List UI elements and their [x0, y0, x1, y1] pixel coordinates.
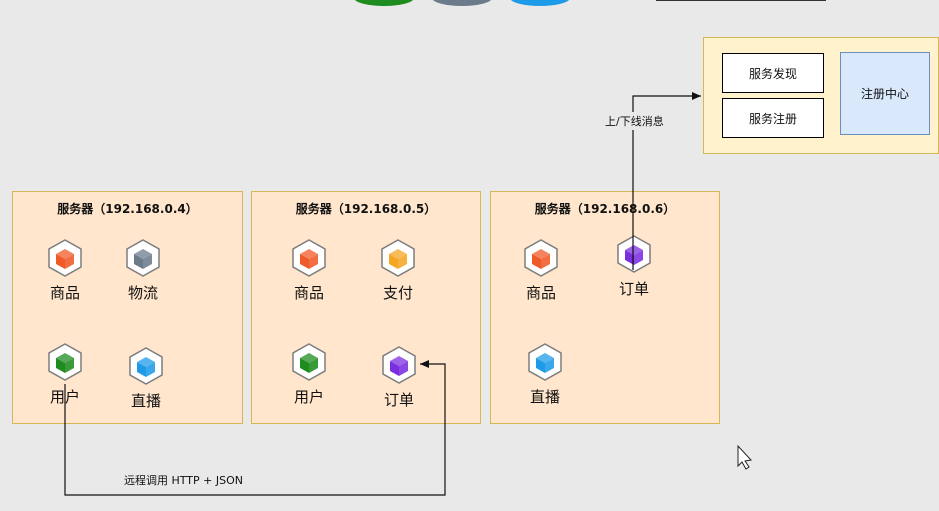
service-label: 直播 [130, 392, 161, 410]
service-node[interactable]: 直播 [116, 346, 176, 411]
cube-purple-icon [614, 234, 654, 274]
server-title: 服务器（192.168.0.6） [534, 202, 676, 216]
service-node[interactable]: 用户 [35, 342, 95, 407]
online-offline-edge-label: 上/下线消息 [603, 112, 666, 130]
service-node[interactable]: 商品 [279, 238, 339, 303]
service-node[interactable]: 订单 [604, 234, 664, 299]
cube-blue-icon [126, 346, 166, 386]
cube-purple-icon [379, 345, 419, 385]
service-label: 订单 [383, 391, 414, 409]
service-node[interactable]: 商品 [511, 238, 571, 303]
service-label: 用户 [49, 388, 80, 406]
service-node[interactable]: 支付 [368, 238, 428, 303]
server-box-1[interactable]: 服务器（192.168.0.4） 商品 物流 用户 直播 [12, 191, 243, 424]
service-label: 商品 [293, 284, 324, 302]
top-line-shape [656, 0, 826, 1]
cube-red-icon [289, 238, 329, 278]
service-node[interactable]: 商品 [35, 238, 95, 303]
service-registration-label: 服务注册 [748, 111, 797, 126]
registry-center-box[interactable]: 注册中心 [840, 52, 930, 135]
service-node[interactable]: 直播 [515, 342, 575, 407]
cube-green-icon [45, 342, 85, 382]
server-title: 服务器（192.168.0.5） [295, 202, 437, 216]
cube-orange-icon [378, 238, 418, 278]
service-discovery-box[interactable]: 服务发现 [722, 53, 824, 93]
green-cylinder-shape [354, 0, 414, 6]
service-label: 支付 [382, 284, 413, 302]
server-title: 服务器（192.168.0.4） [57, 202, 198, 216]
registry-center-label: 注册中心 [860, 87, 909, 101]
server-box-3[interactable]: 服务器（192.168.0.6） 商品 订单 直播 [490, 191, 720, 424]
cube-red-icon [45, 238, 85, 278]
service-registration-box[interactable]: 服务注册 [722, 98, 824, 138]
cube-green-icon [289, 342, 329, 382]
mouse-cursor-icon [737, 444, 752, 470]
service-discovery-label: 服务发现 [748, 66, 797, 81]
service-node[interactable]: 订单 [369, 345, 429, 410]
service-label: 物流 [127, 284, 158, 302]
server-box-2[interactable]: 服务器（192.168.0.5） 商品 支付 用户 订单 [251, 191, 481, 424]
service-label: 订单 [618, 280, 649, 298]
service-label: 直播 [529, 388, 560, 406]
blue-cylinder-shape [510, 0, 570, 6]
cube-gray-icon [123, 238, 163, 278]
service-label: 商品 [49, 284, 80, 302]
remote-call-edge-label: 远程调用 HTTP + JSON [122, 471, 245, 489]
service-node[interactable]: 物流 [113, 238, 173, 303]
cube-red-icon [521, 238, 561, 278]
service-label: 用户 [293, 388, 324, 406]
service-label: 商品 [525, 284, 556, 302]
cube-blue-icon [525, 342, 565, 382]
service-node[interactable]: 用户 [279, 342, 339, 407]
registry-group: 服务发现 服务注册 注册中心 [703, 37, 939, 154]
gray-cylinder-shape [432, 0, 492, 6]
